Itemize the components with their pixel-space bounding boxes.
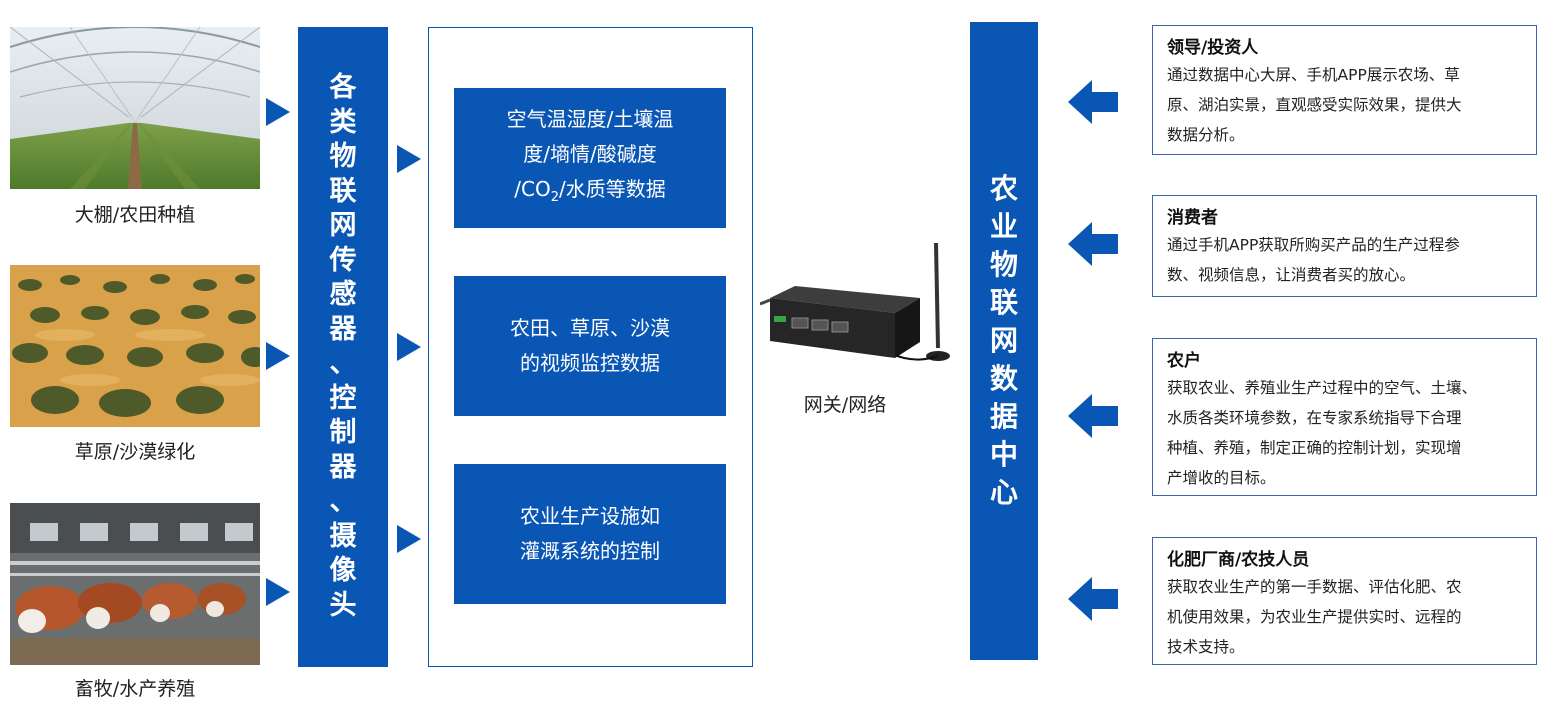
sensor-bar-char: 、 <box>329 348 357 379</box>
sensor-bar-char: 、 <box>329 486 357 517</box>
consumer-card-line: 产增收的目标。 <box>1167 469 1276 487</box>
consumer-card-line: 数、视频信息，让消费者买的放心。 <box>1167 266 1416 284</box>
sensor-bar-char: 像 <box>329 555 357 586</box>
data-box-line: 的视频监控数据 <box>520 351 660 375</box>
data-center-char: 农 <box>989 172 1018 205</box>
consumer-card-title: 农户 <box>1167 351 1201 371</box>
data-frame <box>428 27 753 667</box>
data-center-bar: 农 业 物 联 网 数 据 中 心 <box>970 22 1038 660</box>
sensor-bar-char: 制 <box>329 417 357 448</box>
data-center-char: 据 <box>989 400 1018 433</box>
data-center-char: 中 <box>989 438 1018 471</box>
data-box-line: 农业生产设施如 <box>520 504 660 528</box>
data-center-char: 数 <box>989 362 1018 395</box>
sensor-bar-char: 控 <box>329 382 357 414</box>
arrow-right-icon <box>266 98 290 126</box>
arrow-right-icon <box>266 342 290 370</box>
consumer-card-line: 通过手机APP获取所购买产品的生产过程参 <box>1167 236 1460 254</box>
consumer-card-line: 获取农业、养殖业生产过程中的空气、土壤、 <box>1167 379 1478 397</box>
sensor-bar-char: 各 <box>329 72 357 103</box>
gateway-caption: 网关/网络 <box>803 394 887 416</box>
arrow-left-icon <box>1068 80 1118 124</box>
consumer-card-title: 消费者 <box>1167 208 1218 228</box>
gateway-device-icon <box>759 238 955 377</box>
data-center-char: 心 <box>989 476 1018 509</box>
data-center-char: 网 <box>989 324 1018 357</box>
sensor-bar-char: 联 <box>329 175 357 207</box>
consumer-card-line: 技术支持。 <box>1167 638 1245 656</box>
data-box-line: 灌溉系统的控制 <box>520 539 660 563</box>
arrow-left-icon <box>1068 394 1118 438</box>
consumer-card-title: 领导/投资人 <box>1167 38 1259 58</box>
arrow-right-icon <box>397 145 421 173</box>
sensor-bar-char: 器 <box>329 451 357 483</box>
sensor-bar-char: 感 <box>329 279 357 310</box>
consumer-card-line: 数据分析。 <box>1167 126 1245 144</box>
consumer-card-farmer: 农户 获取农业、养殖业生产过程中的空气、土壤、 水质各类环境参数，在专家系统指导… <box>1152 338 1537 496</box>
arrow-right-icon <box>397 333 421 361</box>
data-box-environment: 空气温湿度/土壤温 度/墒情/酸碱度 /CO2/水质等数据 <box>454 88 726 228</box>
data-box-line: /CO2/水质等数据 <box>514 176 666 205</box>
data-box-line: 农田、草原、沙漠 <box>510 316 670 340</box>
sensor-bar-char: 器 <box>329 313 357 345</box>
consumer-card-line: 机使用效果，为农业生产提供实时、远程的 <box>1167 608 1462 626</box>
sensor-bar-char: 网 <box>329 210 357 241</box>
data-box-line: 度/墒情/酸碱度 <box>523 141 657 166</box>
sensor-bar-char: 物 <box>329 141 357 172</box>
cattle-photo <box>10 503 260 665</box>
consumer-card-technician: 化肥厂商/农技人员 获取农业生产的第一手数据、评估化肥、农 机使用效果，为农业生… <box>1152 537 1537 665</box>
consumer-card-investor: 领导/投资人 通过数据中心大屏、手机APP展示农场、草 原、湖泊实景，直观感受实… <box>1152 25 1537 155</box>
data-center-char: 联 <box>989 286 1018 319</box>
source-caption-desert: 草原/沙漠绿化 <box>74 441 196 463</box>
arrow-left-icon <box>1068 222 1118 266</box>
consumer-card-buyer: 消费者 通过手机APP获取所购买产品的生产过程参 数、视频信息，让消费者买的放心… <box>1152 195 1537 297</box>
data-box-line: 空气温湿度/土壤温 <box>506 106 674 131</box>
consumer-card-line: 通过数据中心大屏、手机APP展示农场、草 <box>1167 66 1460 84</box>
consumer-card-title: 化肥厂商/农技人员 <box>1167 550 1310 570</box>
source-caption-cattle: 畜牧/水产养殖 <box>74 678 196 700</box>
greenhouse-photo <box>10 27 260 189</box>
sensor-bar-char: 传 <box>329 244 357 276</box>
source-caption-greenhouse: 大棚/农田种植 <box>74 204 196 226</box>
consumer-card-line: 获取农业生产的第一手数据、评估化肥、农 <box>1167 578 1462 596</box>
sensor-bar: 各 类 物 联 网 传 感 器 、 控 制 器 、 摄 像 头 <box>298 27 388 667</box>
data-box-control: 农业生产设施如 灌溉系统的控制 <box>454 464 726 604</box>
data-center-char: 业 <box>989 210 1018 243</box>
arrow-right-icon <box>266 578 290 606</box>
data-box-video: 农田、草原、沙漠 的视频监控数据 <box>454 276 726 416</box>
sensor-bar-char: 类 <box>329 106 357 138</box>
arrow-left-icon <box>1068 577 1118 621</box>
arrow-right-icon <box>397 525 421 553</box>
sensor-bar-char: 摄 <box>329 520 357 552</box>
consumer-card-line: 种植、养殖，制定正确的控制计划，实现增 <box>1167 439 1462 457</box>
desert-photo <box>10 265 260 427</box>
consumer-card-line: 原、湖泊实景，直观感受实际效果，提供大 <box>1167 96 1462 114</box>
data-center-char: 物 <box>989 248 1018 281</box>
sensor-bar-char: 头 <box>329 589 357 621</box>
consumer-card-line: 水质各类环境参数，在专家系统指导下合理 <box>1167 409 1462 427</box>
